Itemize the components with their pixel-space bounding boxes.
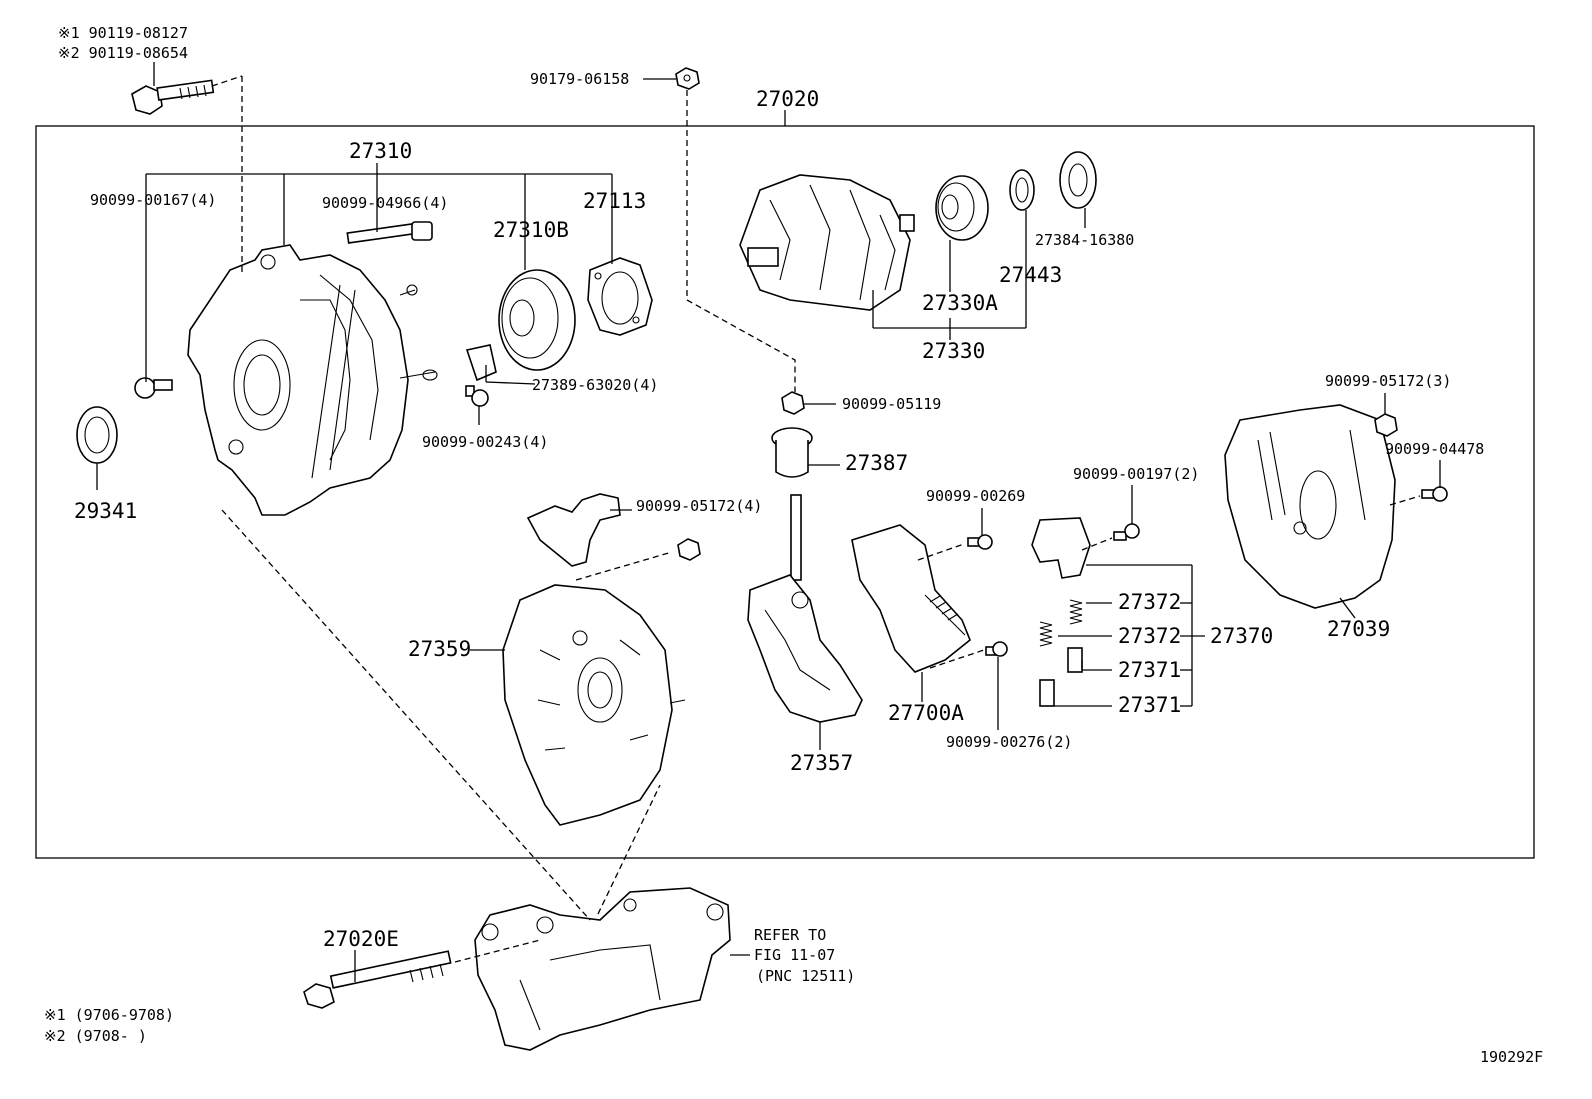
label-27443[interactable]: 27443	[999, 263, 1062, 287]
label-note2-bottom: ※2 (9708- )	[44, 1027, 147, 1045]
rotor-27330[interactable]	[739, 174, 915, 311]
label-90099-00167[interactable]: 90099-00167(4)	[90, 191, 216, 209]
cover-27384-16380[interactable]	[1059, 151, 1097, 209]
label-90099-05119[interactable]: 90099-05119	[842, 395, 941, 413]
rectifier-holder-27357[interactable]	[747, 494, 863, 723]
label-90099-00276[interactable]: 90099-00276(2)	[946, 733, 1072, 751]
leader-lines	[96, 62, 1441, 982]
label-refer-fig[interactable]: FIG 11-07	[754, 946, 835, 964]
nut-90099-05119[interactable]	[781, 391, 805, 415]
label-90099-04478[interactable]: 90099-04478	[1385, 440, 1484, 458]
label-27310B[interactable]: 27310B	[493, 218, 569, 242]
bearing-27330A[interactable]	[935, 175, 989, 241]
label-note1-bottom: ※1 (9706-9708)	[44, 1006, 174, 1024]
cover-27389-63020[interactable]	[465, 344, 497, 382]
label-27371-a[interactable]: 27371	[1118, 658, 1181, 682]
dashed-guides	[211, 75, 1421, 963]
label-27039[interactable]: 27039	[1327, 617, 1390, 641]
label-29341[interactable]: 29341	[74, 499, 137, 523]
label-27389-63020[interactable]: 27389-63020(4)	[532, 376, 658, 394]
part-labels: ※1 90119-08127 ※2 90119-08654 90179-0615…	[44, 24, 1543, 1066]
label-27371-b[interactable]: 27371	[1118, 693, 1181, 717]
rear-end-frame-27359[interactable]	[502, 584, 686, 826]
bolt-top-left[interactable]	[131, 79, 215, 115]
label-90099-00269[interactable]: 90099-00269	[926, 487, 1025, 505]
screw-90099-00197[interactable]	[1113, 523, 1140, 541]
label-27359[interactable]: 27359	[408, 637, 471, 661]
screw-90099-00276[interactable]	[985, 641, 1008, 657]
spring-27372-a[interactable]	[1069, 599, 1083, 625]
screw-90099-00243[interactable]	[465, 385, 489, 407]
label-90099-00243[interactable]: 90099-00243(4)	[422, 433, 548, 451]
label-27387[interactable]: 27387	[845, 451, 908, 475]
nut-90099-05172-3[interactable]	[1374, 413, 1398, 437]
label-27370[interactable]: 27370	[1210, 624, 1273, 648]
mounting-bracket	[474, 887, 731, 1051]
spring-27372-b[interactable]	[1039, 621, 1053, 647]
bolt-27020E[interactable]	[303, 950, 452, 1009]
label-27310[interactable]: 27310	[349, 139, 412, 163]
label-27020E[interactable]: 27020E	[323, 927, 399, 951]
nut-90099-05172-4[interactable]	[677, 538, 701, 561]
label-refer-pnc[interactable]: (PNC 12511)	[756, 967, 855, 985]
label-figure-id: 190292F	[1480, 1048, 1543, 1066]
label-27113[interactable]: 27113	[583, 189, 646, 213]
screw-90099-04478[interactable]	[1421, 486, 1448, 502]
screw-90099-04966[interactable]	[346, 221, 433, 244]
rear-cover-27039[interactable]	[1224, 404, 1396, 609]
bracket-clip[interactable]	[526, 493, 621, 567]
label-27372-a[interactable]: 27372	[1118, 590, 1181, 614]
nut-90179-06158[interactable]	[675, 67, 700, 90]
label-27357[interactable]: 27357	[790, 751, 853, 775]
label-90099-00197[interactable]: 90099-00197(2)	[1073, 465, 1199, 483]
label-27330A[interactable]: 27330A	[922, 291, 998, 315]
regulator-27700A[interactable]	[851, 524, 971, 673]
label-90099-05172-3[interactable]: 90099-05172(3)	[1325, 372, 1451, 390]
label-note1-top: ※1 90119-08127	[58, 24, 188, 42]
label-90099-04966[interactable]: 90099-04966(4)	[322, 194, 448, 212]
label-27020[interactable]: 27020	[756, 87, 819, 111]
label-refer-to[interactable]: REFER TO	[754, 926, 826, 944]
seal-29341[interactable]	[76, 406, 118, 464]
drive-end-frame-27310[interactable]	[187, 244, 438, 516]
screw-90099-00167[interactable]	[134, 377, 173, 399]
bearing-27310B[interactable]	[498, 269, 576, 371]
screw-90099-00269[interactable]	[967, 534, 993, 550]
label-note2-top: ※2 90119-08654	[58, 44, 188, 62]
label-90099-05172-4[interactable]: 90099-05172(4)	[636, 497, 762, 515]
label-90179-06158[interactable]: 90179-06158	[530, 70, 629, 88]
collar-27387[interactable]	[771, 427, 813, 478]
brush-holder-27370[interactable]	[1031, 517, 1091, 579]
label-27384-16380[interactable]: 27384-16380	[1035, 231, 1134, 249]
brush-27371-b[interactable]	[1039, 679, 1055, 707]
label-27330[interactable]: 27330	[922, 339, 985, 363]
label-27372-b[interactable]: 27372	[1118, 624, 1181, 648]
cover-27443[interactable]	[1009, 169, 1035, 211]
retainer-plate-27113[interactable]	[587, 257, 653, 336]
label-27700A[interactable]: 27700A	[888, 701, 964, 725]
brush-27371-a[interactable]	[1067, 647, 1083, 673]
